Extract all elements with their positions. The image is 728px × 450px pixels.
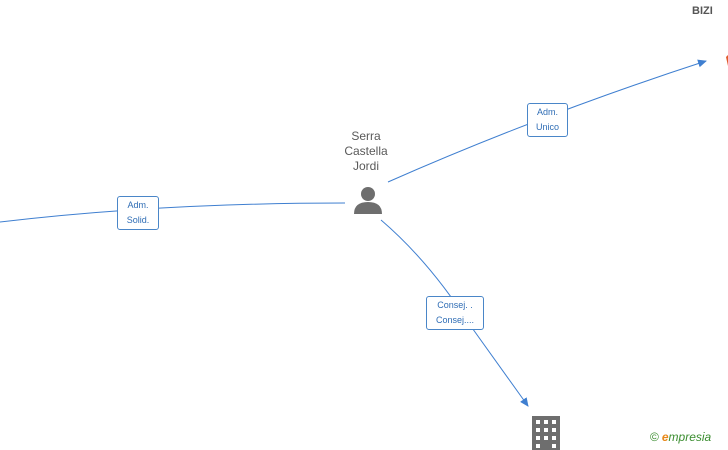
edge-label-consej[interactable]: Consej. . Consej.... — [426, 296, 484, 330]
edge-label-line1: Consej. . — [437, 300, 473, 310]
edge-label-line1: Adm. — [536, 107, 558, 117]
edge-label-line2: Unico — [535, 122, 559, 132]
edge-label-line2: Consej.... — [435, 315, 475, 325]
person-name-line1: Serra — [351, 129, 381, 143]
person-name-label: Serra Castella Jordi — [330, 129, 402, 174]
copyright-symbol: © — [650, 430, 659, 444]
edge-label-line1: Adm. — [127, 200, 149, 210]
company-name-label[interactable]: BIZI — [692, 5, 713, 17]
building-icon[interactable] — [532, 416, 560, 450]
edge-label-line2: Solid. — [126, 215, 150, 225]
brand-e: e — [661, 430, 669, 444]
edge-adm-solid — [0, 202, 346, 223]
person-name-line2: Castella — [344, 144, 388, 158]
person-icon[interactable] — [354, 187, 382, 214]
person-name-line3: Jordi — [352, 159, 379, 173]
edge-label-adm-unico[interactable]: Adm. Unico — [527, 103, 568, 137]
empresia-logo: ©empresia — [650, 430, 711, 444]
brand-rest: mpresia — [668, 430, 712, 444]
edge-label-adm-solid[interactable]: Adm. Solid. — [117, 196, 159, 230]
